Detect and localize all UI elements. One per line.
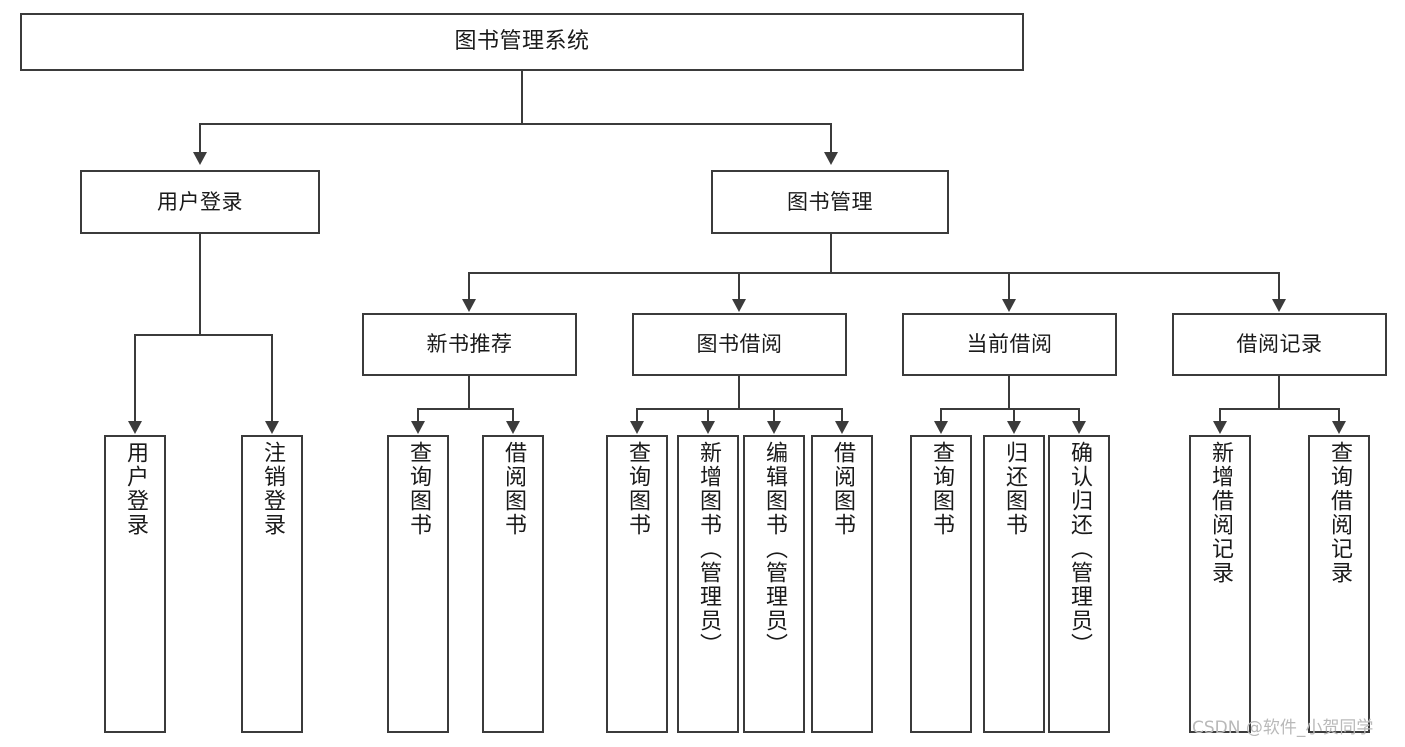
arrowhead-current-borrow-child-1	[934, 421, 948, 434]
connector-borrow-record-drop-2	[1338, 408, 1340, 421]
arrowhead-new-book-child-2	[506, 421, 520, 434]
connector-book-manage-drop-1	[468, 272, 470, 299]
node-label: 借阅图书	[830, 441, 855, 537]
connector-new-book-drop-2	[512, 408, 514, 421]
arrowhead-current-borrow-child-2	[1007, 421, 1021, 434]
node-leaf-add-borrow-record[interactable]: 新增借阅记录	[1189, 435, 1251, 733]
node-label: 查询图书	[929, 441, 954, 537]
node-label: 查询借阅记录	[1327, 441, 1352, 585]
node-root-book-management-system[interactable]: 图书管理系统	[20, 13, 1024, 71]
arrowhead-to-current-borrow	[1002, 299, 1016, 312]
arrowhead-user-login-child-2	[265, 421, 279, 434]
node-label: 图书管理	[787, 189, 873, 214]
connector-borrow-record-drop-1	[1219, 408, 1221, 421]
arrowhead-to-borrow-record	[1272, 299, 1286, 312]
node-leaf-add-book-admin[interactable]: 新增图书（管理员）	[677, 435, 739, 733]
connector-new-book-bus	[417, 408, 513, 410]
connector-user-login-bus	[134, 334, 271, 336]
node-label: 借阅图书	[501, 441, 526, 537]
node-label: 图书借阅	[696, 332, 783, 357]
node-label: 新增借阅记录	[1208, 441, 1233, 585]
arrowhead-borrow-record-child-2	[1332, 421, 1346, 434]
connector-current-borrow-drop-1	[940, 408, 942, 421]
connector-book-borrow-bus	[636, 408, 841, 410]
connector-book-borrow-drop-1	[636, 408, 638, 421]
node-leaf-borrow-book[interactable]: 借阅图书	[811, 435, 873, 733]
connector-new-book-drop-1	[417, 408, 419, 421]
connector-book-manage-stem	[830, 234, 832, 273]
node-label: 用户登录	[123, 441, 148, 537]
connector-book-borrow-drop-4	[841, 408, 843, 421]
node-label: 注销登录	[260, 441, 285, 537]
node-label: 新书推荐	[426, 332, 513, 357]
node-label: 编辑图书（管理员）	[762, 441, 787, 657]
connector-to-book-manage	[830, 123, 832, 152]
node-leaf-return-book[interactable]: 归还图书	[983, 435, 1045, 733]
node-book-manage[interactable]: 图书管理	[711, 170, 949, 234]
connector-book-manage-drop-4	[1278, 272, 1280, 299]
connector-user-login-drop-1	[134, 334, 136, 421]
node-label: 查询图书	[625, 441, 650, 537]
connector-book-manage-bus	[468, 272, 1280, 274]
node-label: 图书管理系统	[454, 29, 590, 55]
arrowhead-current-borrow-child-3	[1072, 421, 1086, 434]
node-label: 借阅记录	[1236, 332, 1323, 357]
connector-current-borrow-bus	[940, 408, 1078, 410]
arrowhead-user-login-child-1	[128, 421, 142, 434]
node-borrow-record[interactable]: 借阅记录	[1172, 313, 1387, 376]
node-leaf-edit-book-admin[interactable]: 编辑图书（管理员）	[743, 435, 805, 733]
node-label: 用户登录	[157, 189, 243, 214]
node-leaf-query-book-borrow[interactable]: 查询图书	[606, 435, 668, 733]
connector-book-borrow-drop-3	[773, 408, 775, 421]
arrowhead-to-new-book-recommend	[462, 299, 476, 312]
node-label: 归还图书	[1002, 441, 1027, 537]
node-label: 确认归还（管理员）	[1067, 441, 1092, 657]
node-leaf-confirm-return-admin[interactable]: 确认归还（管理员）	[1048, 435, 1110, 733]
connector-user-login-stem	[199, 234, 201, 335]
node-user-login[interactable]: 用户登录	[80, 170, 320, 234]
connector-root-bus	[199, 123, 831, 125]
node-leaf-query-book-current[interactable]: 查询图书	[910, 435, 972, 733]
node-label: 新增图书（管理员）	[696, 441, 721, 657]
connector-book-manage-drop-2	[738, 272, 740, 299]
connector-book-borrow-drop-2	[707, 408, 709, 421]
node-current-borrow[interactable]: 当前借阅	[902, 313, 1117, 376]
arrowhead-to-book-manage	[824, 152, 838, 165]
csdn-watermark: CSDN @软件_小贺同学	[1192, 718, 1374, 738]
connector-user-login-drop-2	[271, 334, 273, 421]
node-book-borrow[interactable]: 图书借阅	[632, 313, 847, 376]
arrowhead-book-borrow-child-1	[630, 421, 644, 434]
arrowhead-to-user-login	[193, 152, 207, 165]
arrowhead-book-borrow-child-2	[701, 421, 715, 434]
connector-new-book-stem	[468, 376, 470, 409]
arrowhead-to-book-borrow	[732, 299, 746, 312]
node-leaf-query-book-recommend[interactable]: 查询图书	[387, 435, 449, 733]
arrowhead-book-borrow-child-4	[835, 421, 849, 434]
connector-book-manage-drop-3	[1008, 272, 1010, 299]
connector-borrow-record-bus	[1219, 408, 1338, 410]
connector-book-borrow-stem	[738, 376, 740, 409]
node-leaf-borrow-book-recommend[interactable]: 借阅图书	[482, 435, 544, 733]
connector-root-stem	[521, 71, 523, 124]
node-leaf-query-borrow-record[interactable]: 查询借阅记录	[1308, 435, 1370, 733]
connector-borrow-record-stem	[1278, 376, 1280, 409]
arrowhead-borrow-record-child-1	[1213, 421, 1227, 434]
connector-current-borrow-drop-2	[1013, 408, 1015, 421]
connector-current-borrow-stem	[1008, 376, 1010, 409]
node-leaf-user-login[interactable]: 用户登录	[104, 435, 166, 733]
node-label: 当前借阅	[966, 332, 1053, 357]
node-label: 查询图书	[406, 441, 431, 537]
node-new-book-recommend[interactable]: 新书推荐	[362, 313, 577, 376]
arrowhead-new-book-child-1	[411, 421, 425, 434]
connector-to-user-login	[199, 123, 201, 152]
node-leaf-user-logout[interactable]: 注销登录	[241, 435, 303, 733]
arrowhead-book-borrow-child-3	[767, 421, 781, 434]
connector-current-borrow-drop-3	[1078, 408, 1080, 421]
